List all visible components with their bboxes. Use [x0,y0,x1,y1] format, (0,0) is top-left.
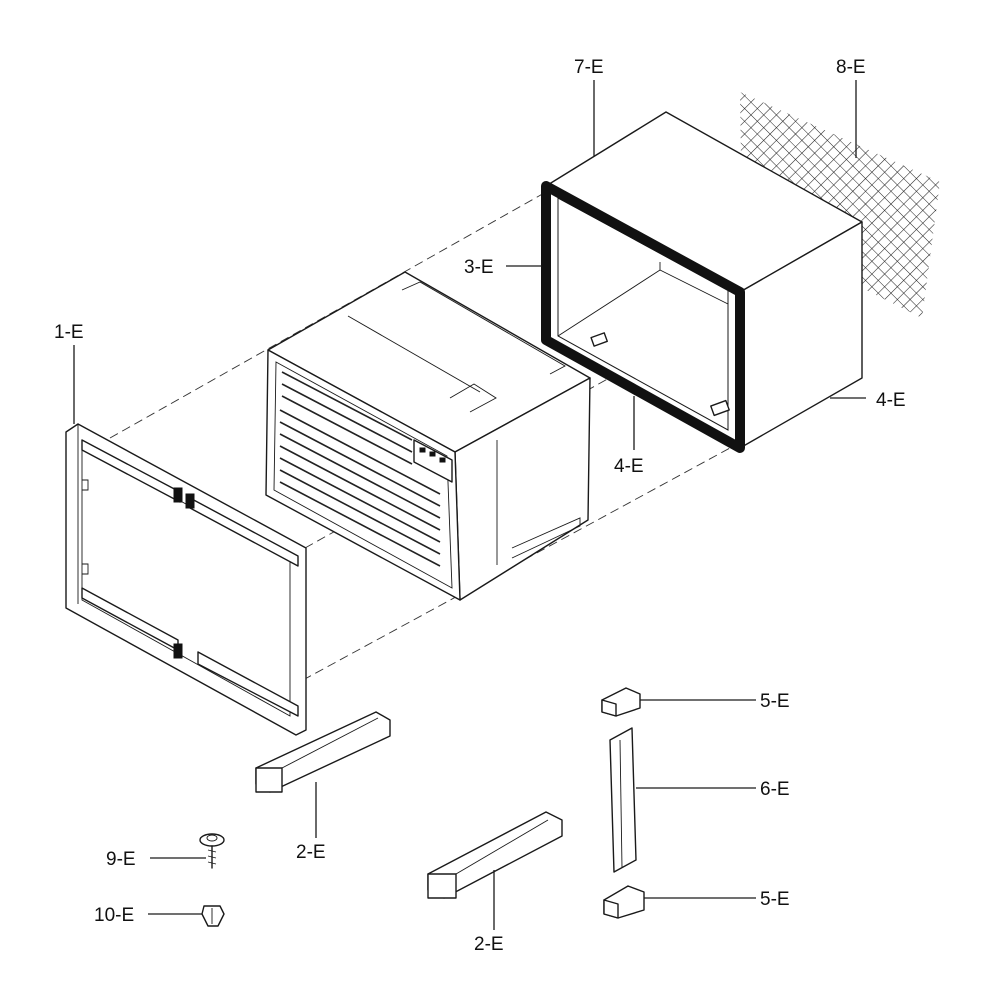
label-10-e: 10-E [94,905,134,926]
label-3-e: 3-E [464,257,494,278]
label-8-e: 8-E [836,57,866,78]
label-1-e: 1-E [54,322,84,343]
label-5-e-top: 5-E [760,691,790,712]
corner-cap-top [601,687,641,717]
mesh-screen [740,92,940,318]
plastic-clip [201,905,225,927]
side-panel-upper [255,711,391,793]
case-sleeve [541,111,863,453]
front-grille-vents [279,371,441,567]
label-6-e: 6-E [760,779,790,800]
label-2-e-lower: 2-E [474,934,504,955]
label-4-e-bottom: 4-E [614,456,644,477]
foam-strip [609,727,637,873]
screw [199,833,225,869]
label-5-e-bottom: 5-E [760,889,790,910]
front-frame [65,423,307,736]
label-2-e-upper: 2-E [296,842,326,863]
leader-lines [73,80,866,930]
ac-chassis [265,271,591,601]
label-9-e: 9-E [106,849,136,870]
label-4-e-right: 4-E [876,390,906,411]
corner-cap-bottom [603,885,645,919]
part-labels: 1-E 2-E 2-E 3-E 4-E 4-E 5-E 5-E 6-E 7-E … [54,57,906,955]
side-panel-lower [427,811,563,899]
label-7-e: 7-E [574,57,604,78]
